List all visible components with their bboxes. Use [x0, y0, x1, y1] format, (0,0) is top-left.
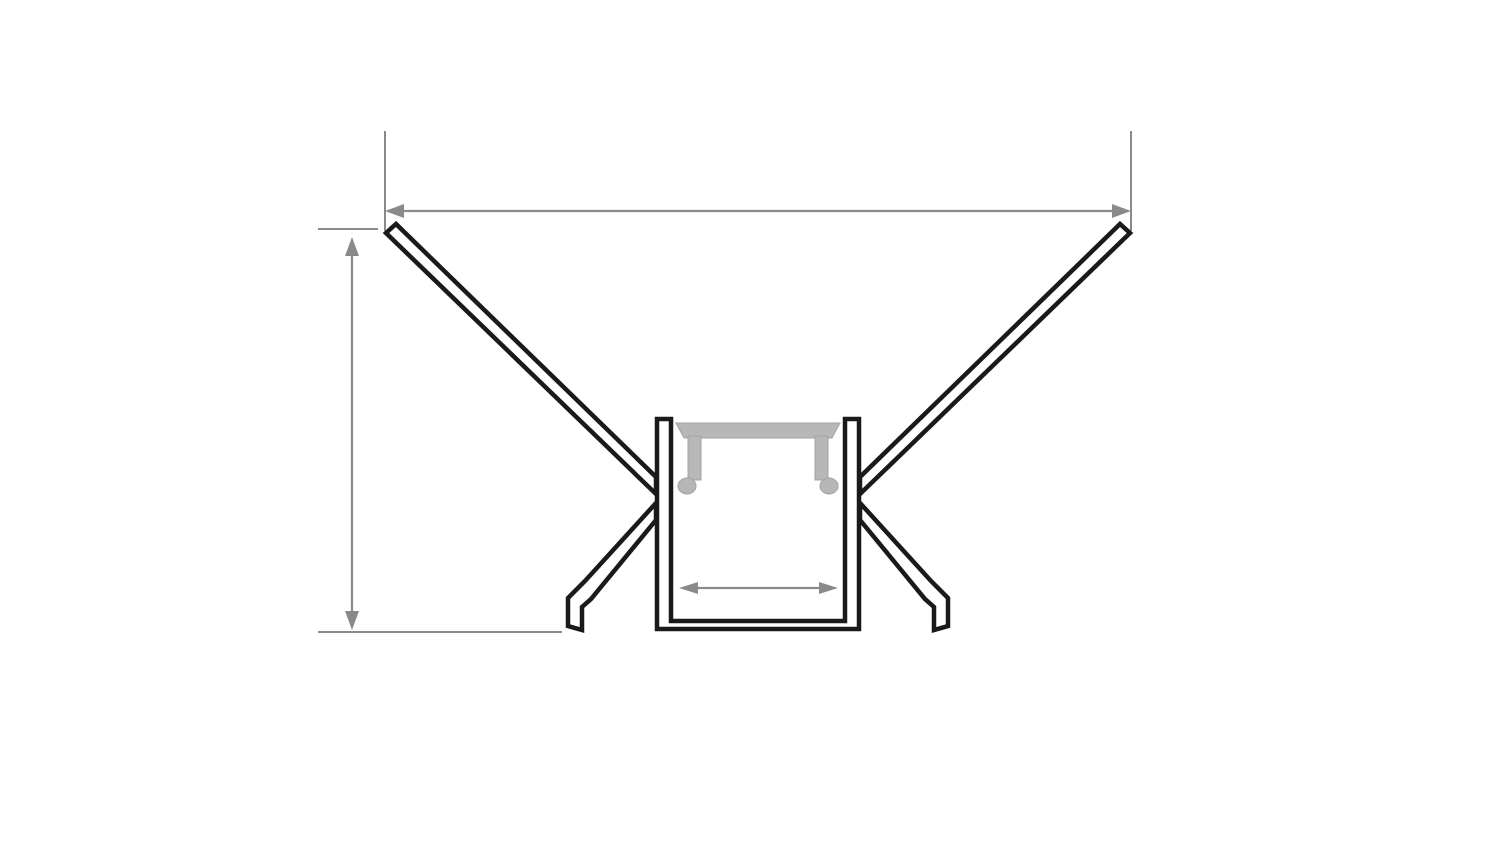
dimension-overall-width	[384, 131, 1132, 231]
arrowhead-up-icon	[345, 237, 359, 256]
left-upper-wing	[382, 220, 659, 500]
dimension-channel-inner-width	[679, 582, 838, 594]
arrowhead-left-icon	[679, 582, 698, 594]
diffuser-left-clip-foot	[677, 477, 697, 495]
left-lower-strip	[565, 497, 659, 633]
right-upper-wing	[857, 220, 1134, 500]
diffuser-right-clip-foot	[819, 477, 839, 495]
arrowhead-right-icon	[819, 582, 838, 594]
diffuser-top-plate	[675, 422, 841, 439]
diffuser-right-leg	[814, 435, 829, 481]
diffuser-left-leg	[687, 435, 702, 481]
diffuser-cover	[675, 422, 841, 495]
arrowhead-right-icon	[1112, 204, 1131, 218]
dimension-overall-height	[318, 228, 562, 633]
right-lower-strip	[857, 497, 951, 633]
u-channel	[654, 416, 862, 632]
arrowhead-left-icon	[385, 204, 404, 218]
aluminium-profile	[382, 220, 1134, 633]
arrowhead-down-icon	[345, 611, 359, 630]
